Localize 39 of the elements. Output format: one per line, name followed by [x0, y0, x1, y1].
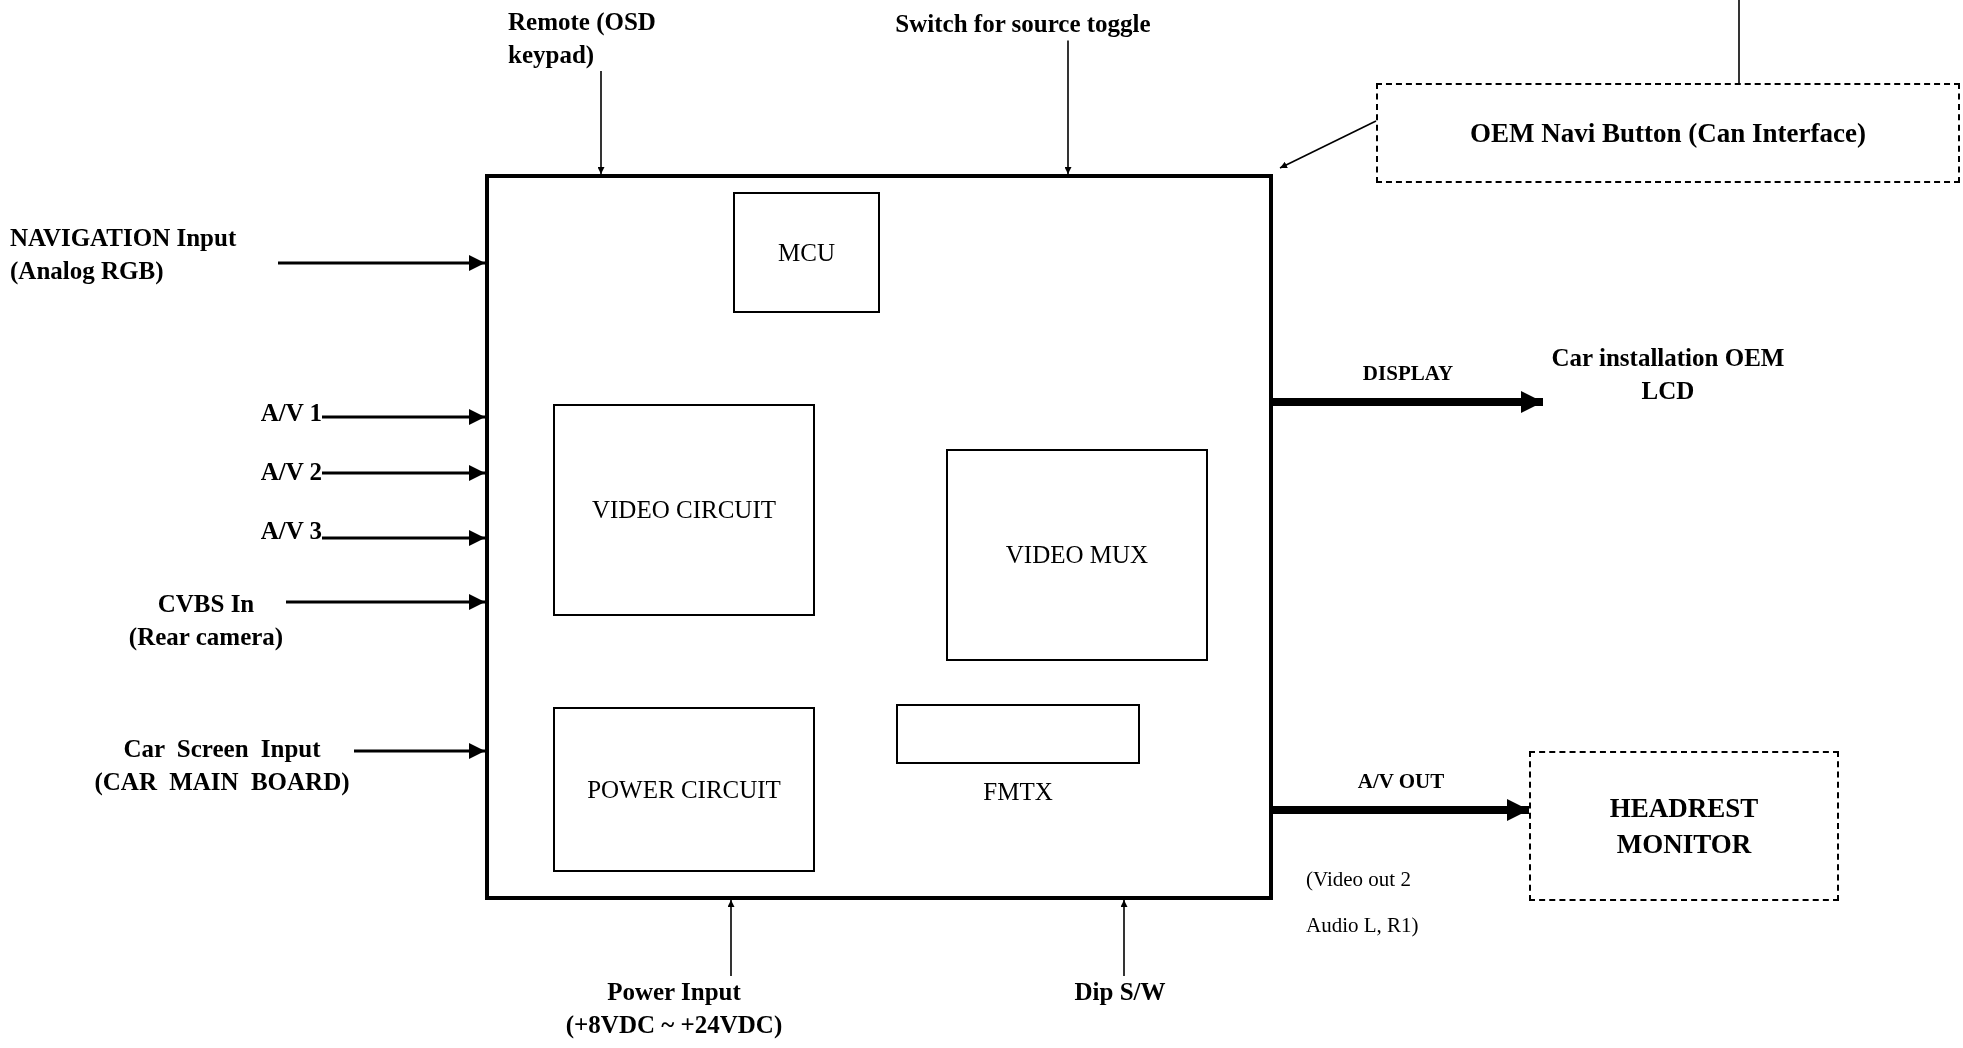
block-label: MCU: [778, 237, 835, 268]
circuit-block: [733, 192, 880, 313]
block-label: HEADREST MONITOR: [1608, 791, 1760, 861]
signal-label: A/V 1: [260, 397, 322, 430]
circuit-block: [946, 449, 1208, 661]
arrow: [597, 70, 605, 175]
device-enclosure: [485, 174, 1273, 900]
arrow: [1064, 39, 1072, 175]
signal-label: A/V 2: [260, 456, 322, 489]
signal-label: Power Input (+8VDC ~ +24VDC): [561, 976, 787, 1041]
signal-label: Car installation OEM LCD: [1543, 342, 1793, 407]
block-label: POWER CIRCUIT: [587, 774, 781, 805]
connector-line: [1738, 0, 1740, 84]
arrow: [322, 409, 485, 425]
signal-label: Remote (OSD keypad): [508, 6, 658, 71]
arrow: [322, 465, 485, 481]
signal-label: NAVIGATION Input (Analog RGB): [10, 222, 278, 287]
arrow: [278, 255, 485, 271]
arrow: [354, 743, 485, 759]
circuit-block: [553, 404, 815, 616]
circuit-block: [896, 704, 1140, 764]
signal-label: Dip S/W: [1074, 976, 1166, 1009]
signal-label: CVBS In (Rear camera): [126, 588, 286, 653]
external-device-box: [1529, 751, 1839, 901]
arrow: [1279, 120, 1377, 169]
circuit-block: [553, 707, 815, 872]
module-label: FMTX: [983, 778, 1053, 806]
signal-label: Car Screen Input (CAR MAIN BOARD): [90, 733, 354, 798]
block-label: VIDEO MUX: [1005, 540, 1149, 571]
arrow: [286, 594, 485, 610]
signal-note: (Video out 2 Audio L, R1): [1306, 866, 1420, 939]
arrow: [1120, 899, 1128, 977]
signal-label: A/V 3: [260, 515, 322, 548]
arrow: [322, 530, 485, 546]
external-device-box: [1376, 83, 1960, 183]
block-label: VIDEO CIRCUIT: [592, 495, 776, 526]
arrow: [727, 899, 735, 977]
block-label: OEM Navi Button (Can Interface): [1470, 116, 1866, 150]
signal-label: Switch for source toggle: [895, 8, 1151, 41]
